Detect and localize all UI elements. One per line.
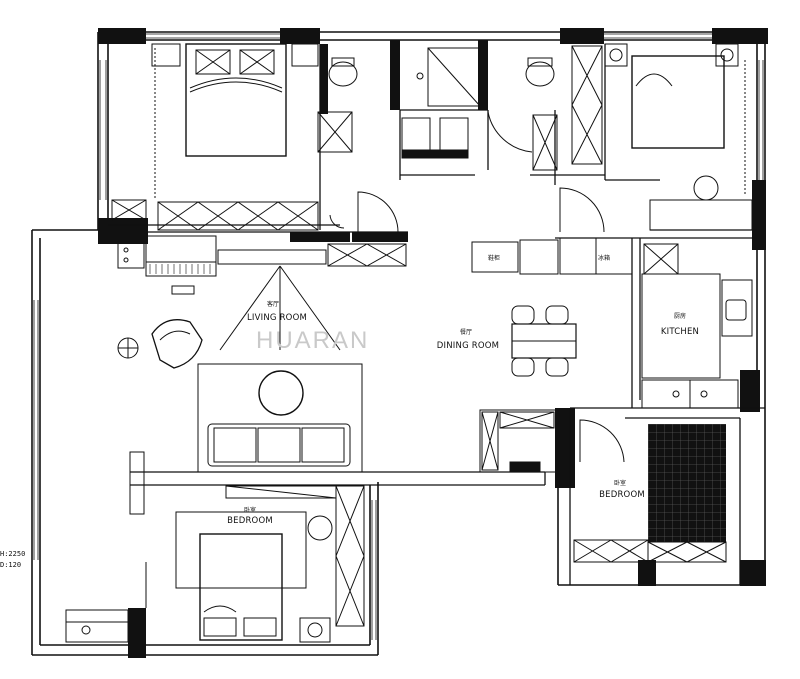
- living-room: [117, 235, 407, 515]
- fridge-label: 冰箱: [598, 254, 610, 262]
- dimension-height: H:2250: [0, 550, 25, 558]
- bottom-bedroom-label-cn: 卧室: [244, 506, 256, 514]
- right-bedroom: [571, 43, 753, 231]
- doors: [329, 187, 625, 463]
- right-bedroom-label-cn: 卧室: [614, 479, 626, 487]
- kitchen: [641, 243, 753, 409]
- bathrooms: [317, 47, 558, 171]
- dining-area: [471, 237, 633, 473]
- cabinet-label: 鞋柜: [488, 254, 500, 262]
- wall-columns: [98, 28, 768, 658]
- bottom-bedroom-label: BEDROOM: [227, 516, 273, 526]
- windows: [33, 33, 764, 640]
- right-bedroom-label: BEDROOM: [599, 490, 645, 500]
- kitchen-label: KITCHEN: [661, 327, 699, 337]
- bottom-bedroom: [65, 485, 365, 643]
- dining-room-label: DINING ROOM: [437, 341, 499, 351]
- living-room-label: LIVING ROOM: [247, 313, 307, 323]
- kitchen-label-cn: 厨房: [674, 312, 686, 320]
- living-room-label-cn: 客厅: [267, 300, 279, 308]
- dimension-depth: D:120: [0, 561, 21, 569]
- lower-right-bedroom: [573, 424, 727, 563]
- watermark: HUARAN: [256, 327, 369, 354]
- master-bedroom: [111, 43, 319, 231]
- dining-room-label-cn: 餐厅: [460, 328, 472, 336]
